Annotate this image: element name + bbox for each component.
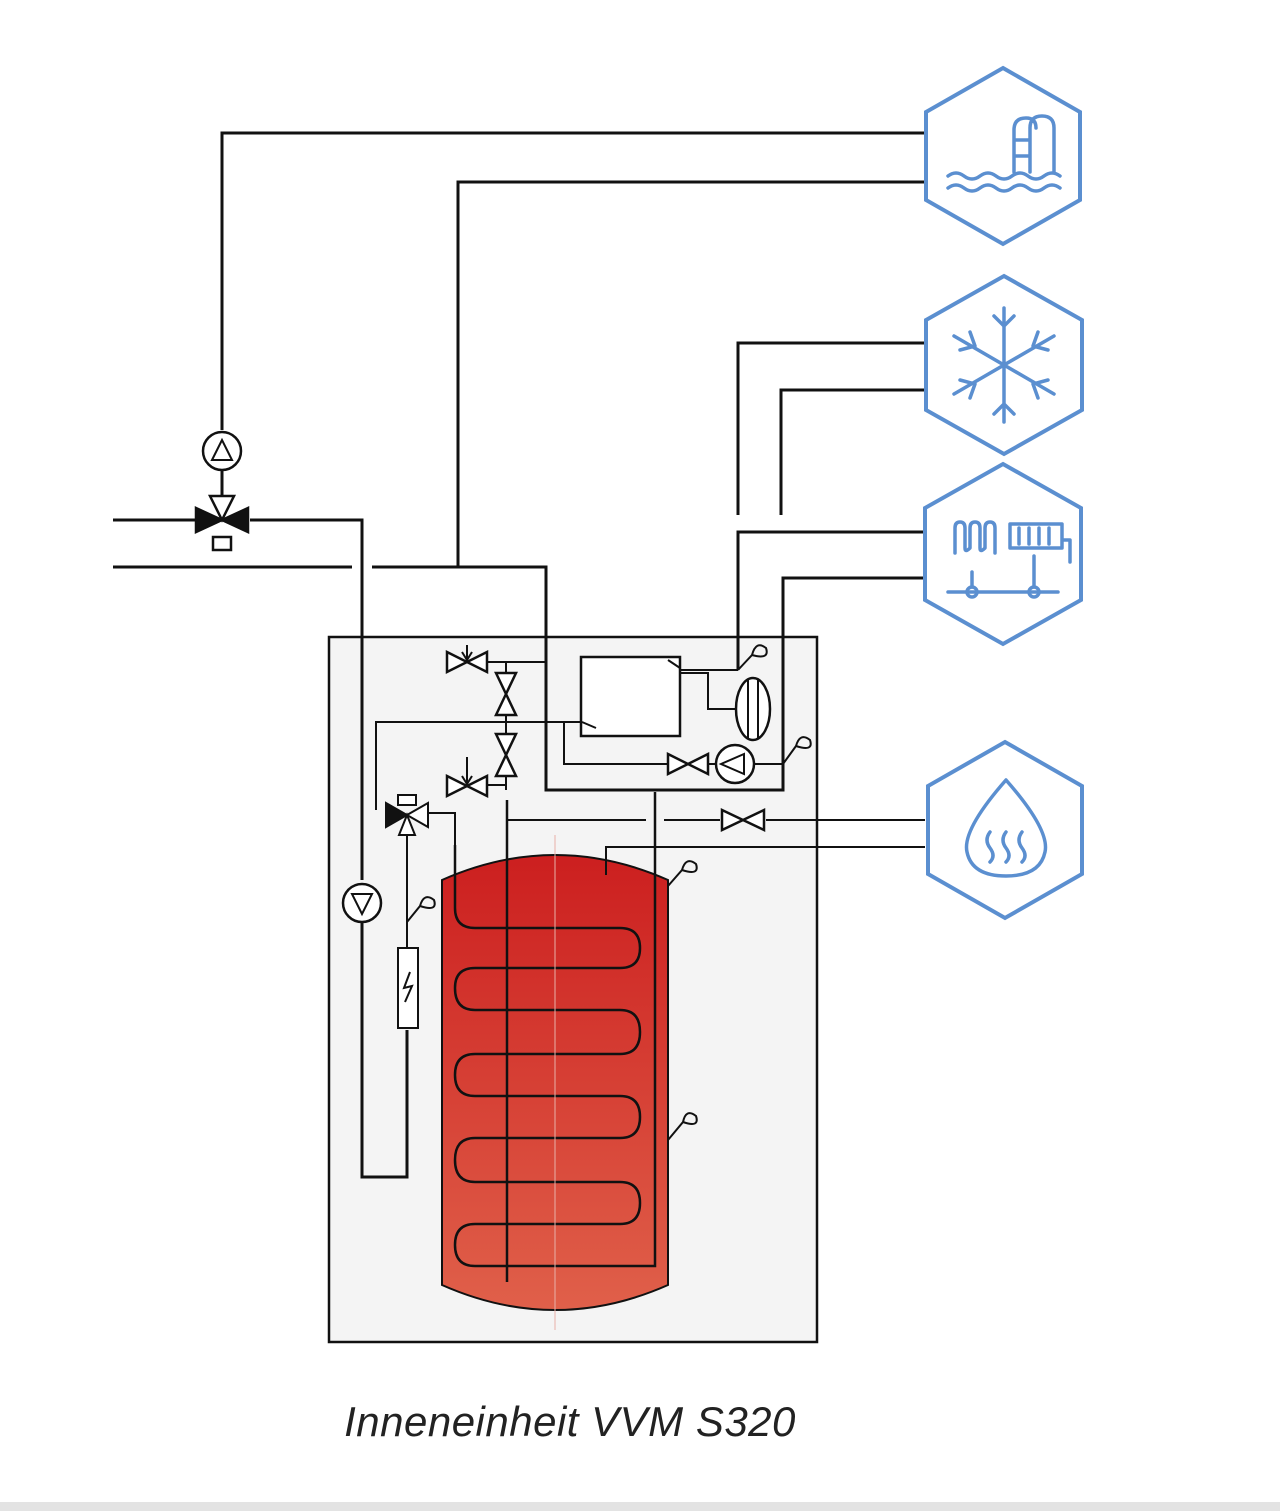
return-to-unit-line — [372, 565, 925, 792]
external-supply-line — [113, 518, 364, 880]
pool-supply-line — [220, 131, 925, 430]
circulation-loop — [360, 920, 409, 1179]
hot-water-drop-icon — [926, 739, 1084, 921]
safety-valve-bottom — [445, 757, 489, 799]
shutoff-valve-hot-water — [720, 808, 766, 832]
cooling-return-line — [779, 388, 925, 515]
internal-piping — [375, 568, 783, 845]
three-way-valve-internal — [385, 794, 429, 948]
bottom-divider — [0, 1502, 1280, 1511]
pool-return-line — [456, 180, 925, 568]
vertical-valve-lower — [494, 732, 518, 778]
external-pump — [201, 430, 243, 472]
pool-icon — [924, 65, 1082, 247]
tank-heating-coil — [453, 792, 657, 1268]
compressor-symbol — [734, 676, 772, 742]
safety-valve-top — [445, 645, 489, 675]
domestic-hot-water-outlet — [605, 846, 925, 875]
diagram-caption: Inneneinheit VVM S320 — [344, 1398, 796, 1445]
shutoff-valve-internal — [666, 751, 710, 777]
vertical-valve-upper — [494, 671, 518, 717]
heating-supply-line — [736, 530, 925, 670]
heat-exchanger — [579, 655, 682, 738]
radiator-floor-heating-icon — [923, 461, 1083, 647]
three-way-valve-external — [194, 494, 250, 552]
electric-heater — [397, 947, 419, 1029]
cooling-supply-line — [736, 341, 925, 515]
snowflake-icon — [924, 273, 1084, 457]
temperature-sensors — [406, 644, 812, 1141]
internal-pump — [341, 882, 383, 924]
